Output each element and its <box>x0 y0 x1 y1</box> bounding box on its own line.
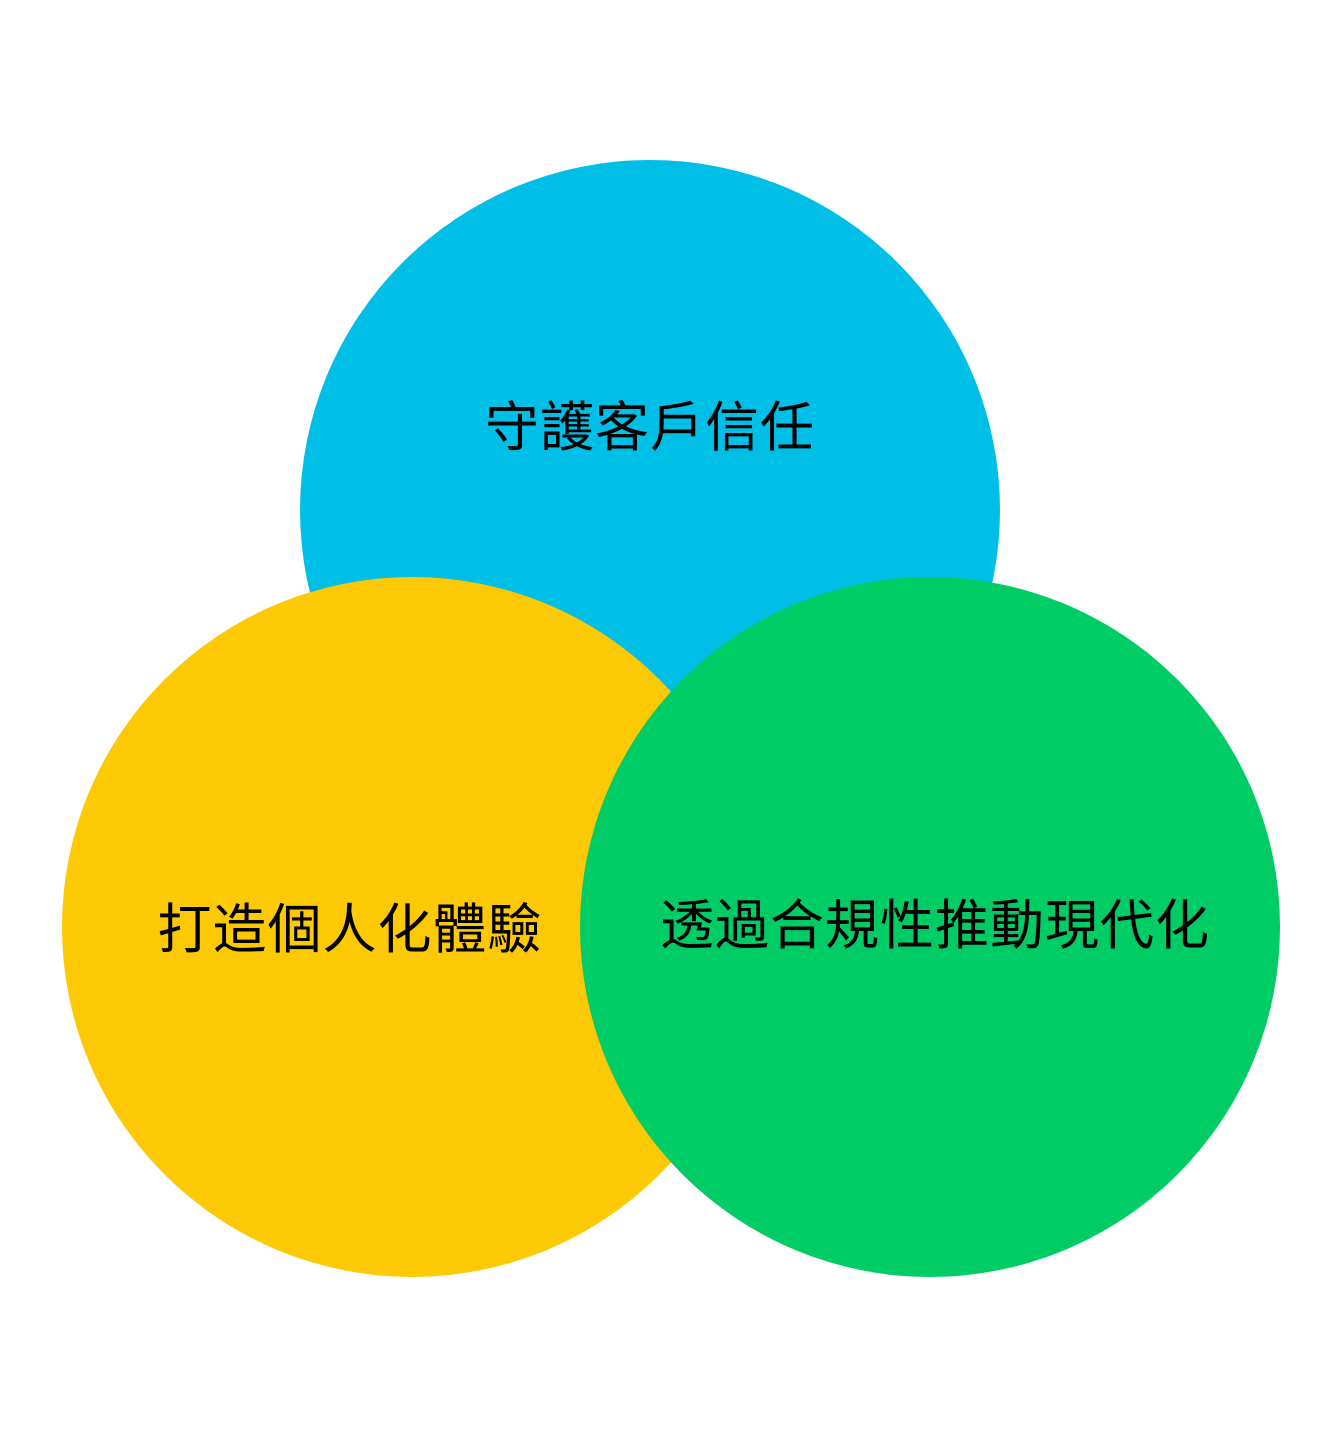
circle-right-label: 透過合規性推動現代化 <box>660 894 1210 957</box>
circle-top-label: 守護客戶信任 <box>485 396 815 459</box>
circle-right <box>580 577 1280 1277</box>
circle-left-label: 打造個人化體驗 <box>157 898 543 961</box>
